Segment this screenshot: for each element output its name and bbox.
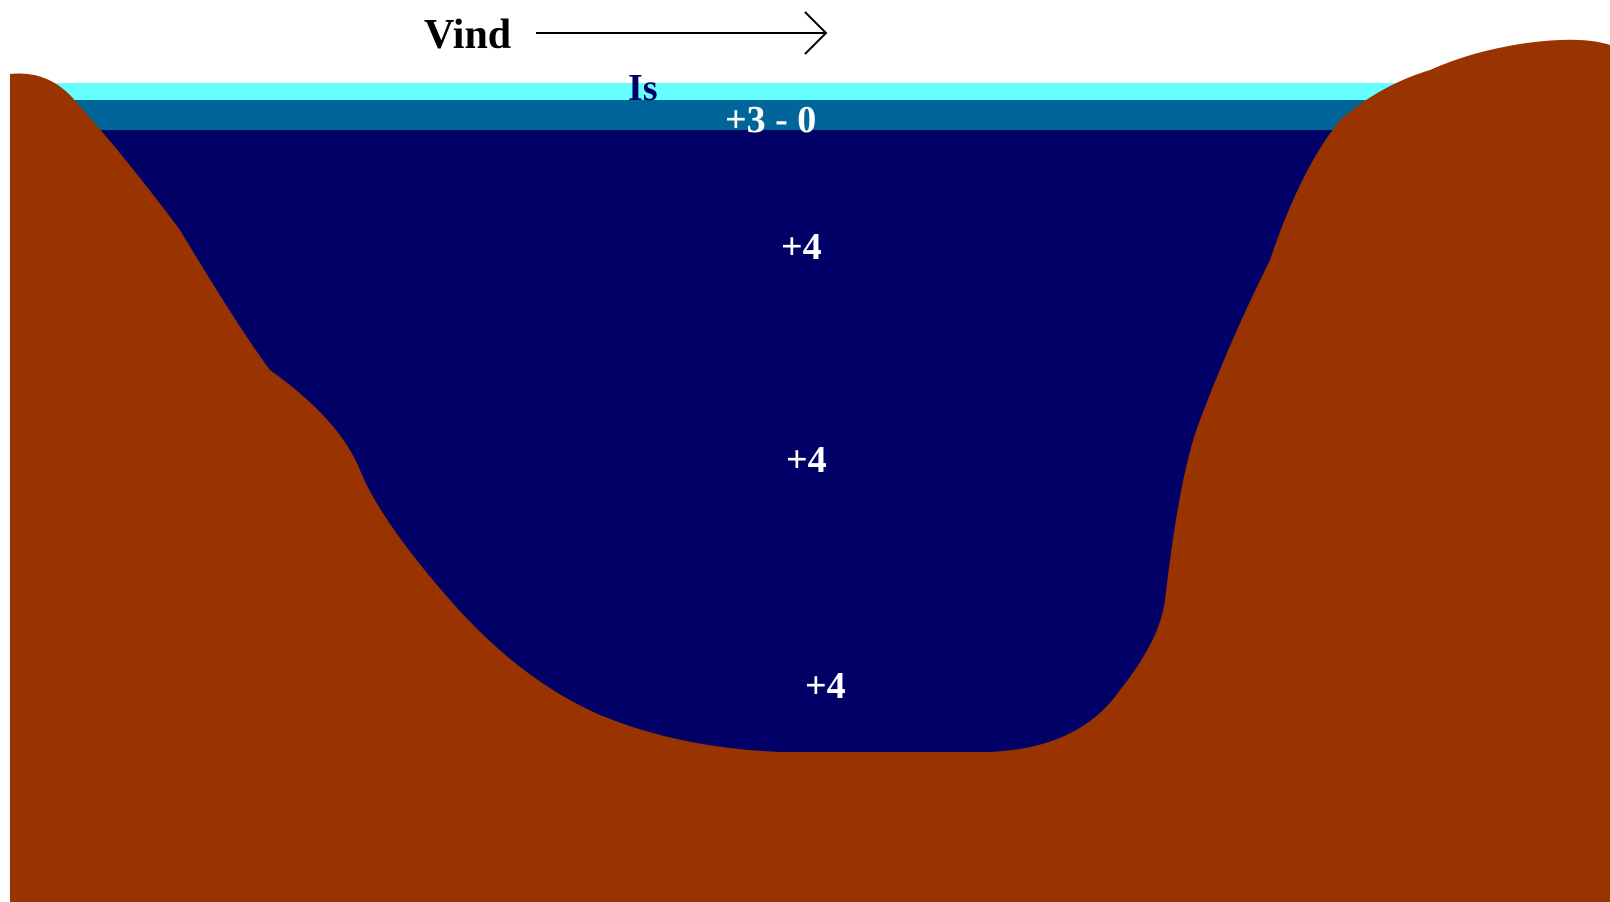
ice-label: Is <box>628 67 658 109</box>
wind-arrow <box>536 11 828 55</box>
upper-temperature-label: +4 <box>781 226 822 268</box>
wind-arrow-head <box>804 11 828 55</box>
middle-temperature-label: +4 <box>786 439 827 481</box>
right-bank <box>760 39 1610 902</box>
surface-water-layer <box>40 100 1440 134</box>
wind-label: Vind <box>424 12 511 58</box>
deep-water-body <box>90 130 1370 752</box>
bottom-temperature-label: +4 <box>805 665 846 707</box>
ice-layer <box>40 83 1440 103</box>
left-bank <box>10 73 780 902</box>
surface-temperature-label: +3 - 0 <box>725 99 816 141</box>
